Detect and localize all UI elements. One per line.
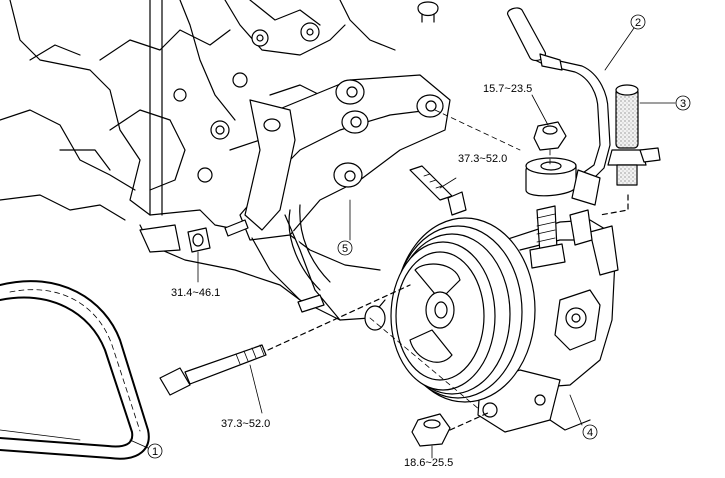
callout-1-text: 1 bbox=[152, 446, 158, 458]
pressure-hose bbox=[506, 7, 611, 206]
torque-label-flange-nut: 18.6~25.5 bbox=[404, 457, 453, 469]
left-flange-bolt bbox=[187, 227, 211, 253]
callout-3-text: 3 bbox=[680, 98, 686, 110]
torque-label-long-bolt: 37.3~52.0 bbox=[221, 418, 270, 430]
pump-pulley bbox=[390, 217, 536, 403]
flange-nut bbox=[411, 411, 491, 447]
hose-nut bbox=[533, 121, 567, 151]
stud-bolts bbox=[224, 219, 325, 313]
callout-1: 1 bbox=[147, 443, 163, 459]
engine-block bbox=[0, 0, 439, 301]
callout-4: 4 bbox=[582, 424, 598, 440]
return-hose bbox=[599, 84, 661, 216]
spacer-collar bbox=[525, 157, 577, 197]
callout-4-text: 4 bbox=[587, 427, 593, 439]
alignment-line bbox=[434, 109, 521, 151]
callout-5: 5 bbox=[337, 240, 353, 256]
bracket-bolt bbox=[409, 165, 467, 216]
torque-label-hose-nut: 15.7~23.5 bbox=[483, 83, 532, 95]
leader-lines bbox=[129, 27, 676, 459]
callout-2-text: 2 bbox=[635, 17, 641, 29]
callout-5-text: 5 bbox=[342, 243, 348, 255]
alignment-line bbox=[369, 317, 481, 411]
drive-belt bbox=[0, 280, 150, 460]
pump-bracket bbox=[239, 74, 451, 331]
long-pivot-bolt bbox=[159, 284, 411, 396]
torque-label-left-bolt: 31.4~46.1 bbox=[171, 287, 220, 299]
torque-label-bracket-bolt: 37.3~52.0 bbox=[458, 153, 507, 165]
callout-3: 3 bbox=[675, 95, 691, 111]
pump-body bbox=[477, 205, 619, 433]
callout-2: 2 bbox=[630, 14, 646, 30]
